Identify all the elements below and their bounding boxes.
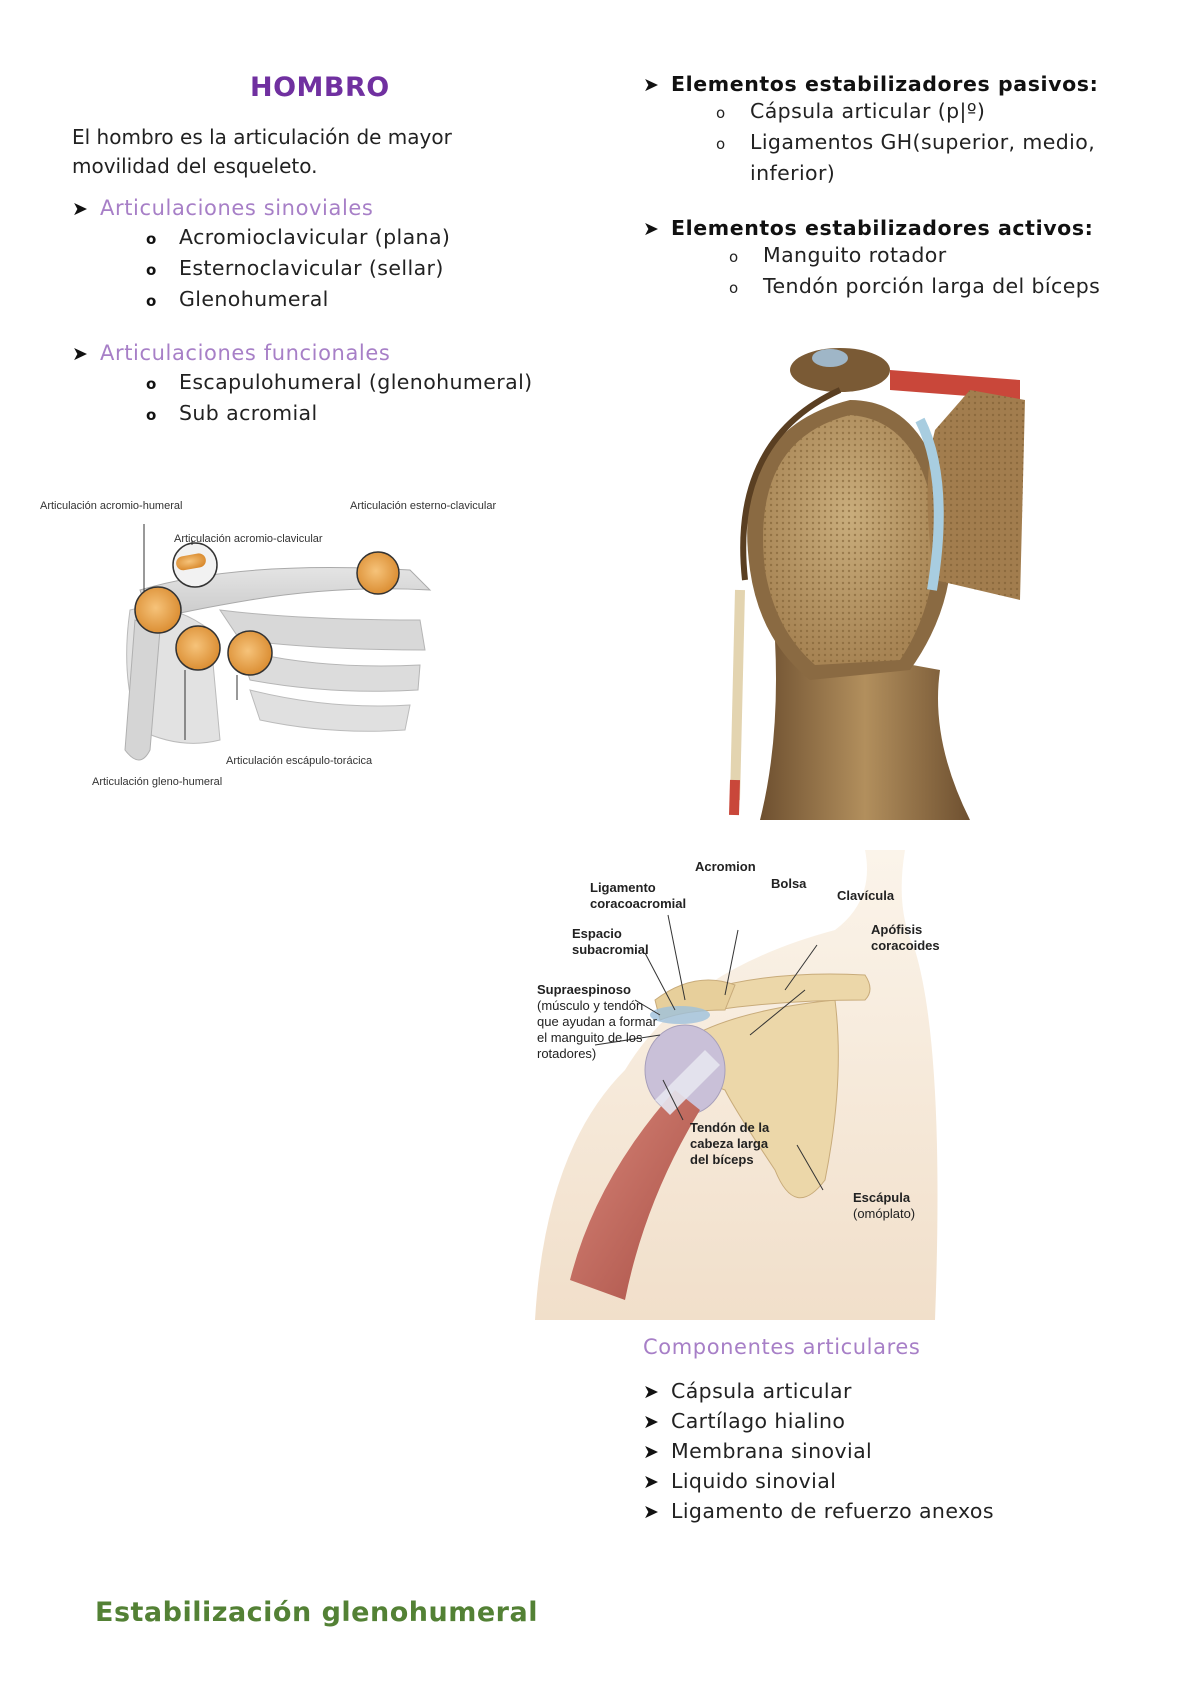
label-supraespinoso: Supraespinoso xyxy=(537,982,631,997)
label-clavicula: Clavícula xyxy=(837,888,895,903)
joints-figure: Articulación acromio-humeral Articulació… xyxy=(40,500,510,800)
humerus-section-figure xyxy=(720,340,1050,820)
label-tendon: Tendón de la cabeza larga del bíceps xyxy=(690,1120,770,1167)
label-acromion: Acromion xyxy=(695,859,756,874)
label-apofisis: Apófisis coracoides xyxy=(871,922,940,953)
page-title: HOMBRO xyxy=(250,72,390,103)
activos-heading: Elementos estabilizadores activos: xyxy=(671,216,1094,240)
list-item: ➤Cápsula articular xyxy=(643,1377,994,1407)
joints-illustration xyxy=(124,524,432,761)
label-bolsa: Bolsa xyxy=(771,876,807,891)
list-item: ➤Membrana sinovial xyxy=(643,1437,994,1467)
o-bullet-icon: o xyxy=(146,406,157,424)
o-bullet-icon: o xyxy=(146,230,157,248)
o-bullet-icon: o xyxy=(146,261,157,279)
o-bullet-icon: o xyxy=(716,104,726,122)
funcionales-heading: Articulaciones funcionales xyxy=(100,341,391,365)
label-espacio: Espacio subacromial xyxy=(572,926,649,957)
arrow-bullet-icon: ➤ xyxy=(643,74,659,96)
list-item: ➤Cartílago hialino xyxy=(643,1407,994,1437)
intro-paragraph: El hombro es la articulación de mayor mo… xyxy=(72,125,452,178)
label-acromio-clavicular: Articulación acromio-clavicular xyxy=(174,533,323,545)
arrow-bullet-icon: ➤ xyxy=(72,198,88,220)
list-item: inferior) xyxy=(750,161,836,185)
label-supra-desc: (músculo y tendón que ayudan a formar el… xyxy=(537,998,657,1061)
list-item: ➤Liquido sinovial xyxy=(643,1467,994,1497)
label-acromio-humeral: Articulación acromio-humeral xyxy=(40,500,183,512)
pasivos-heading: Elementos estabilizadores pasivos: xyxy=(671,72,1099,96)
o-bullet-icon: o xyxy=(716,135,726,153)
componentes-heading: Componentes articulares xyxy=(643,1335,921,1359)
arrow-bullet-icon: ➤ xyxy=(643,218,659,240)
arrow-bullet-icon: ➤ xyxy=(643,1411,660,1433)
humerus-section-illustration xyxy=(729,348,1025,820)
o-bullet-icon: o xyxy=(729,279,739,297)
arrow-bullet-icon: ➤ xyxy=(72,343,88,365)
footer-heading: Estabilización glenohumeral xyxy=(95,1597,538,1628)
o-bullet-icon: o xyxy=(146,292,157,310)
label-escapula: Escápula xyxy=(853,1190,911,1205)
arrow-bullet-icon: ➤ xyxy=(643,1381,660,1403)
sinoviales-heading: Articulaciones sinoviales xyxy=(100,196,374,220)
label-gleno-humeral: Articulación gleno-humeral xyxy=(92,776,223,788)
shoulder-anatomy-figure: Acromion Bolsa Ligamento coracoacromial … xyxy=(535,850,955,1320)
componentes-list: ➤Cápsula articular ➤Cartílago hialino ➤M… xyxy=(643,1377,994,1527)
o-bullet-icon: o xyxy=(729,248,739,266)
label-ligamento: Ligamento coracoacromial xyxy=(590,880,687,911)
list-item: ➤Ligamento de refuerzo anexos xyxy=(643,1497,994,1527)
o-bullet-icon: o xyxy=(146,375,157,393)
label-esterno-clavicular: Articulación esterno-clavicular xyxy=(350,500,497,512)
shoulder-anatomy-illustration xyxy=(535,850,938,1320)
label-escapulo-toracica: Articulación escápulo-torácica xyxy=(226,755,373,767)
arrow-bullet-icon: ➤ xyxy=(643,1441,660,1463)
arrow-bullet-icon: ➤ xyxy=(643,1501,660,1523)
label-omoplato: (omóplato) xyxy=(853,1206,916,1221)
arrow-bullet-icon: ➤ xyxy=(643,1471,660,1493)
